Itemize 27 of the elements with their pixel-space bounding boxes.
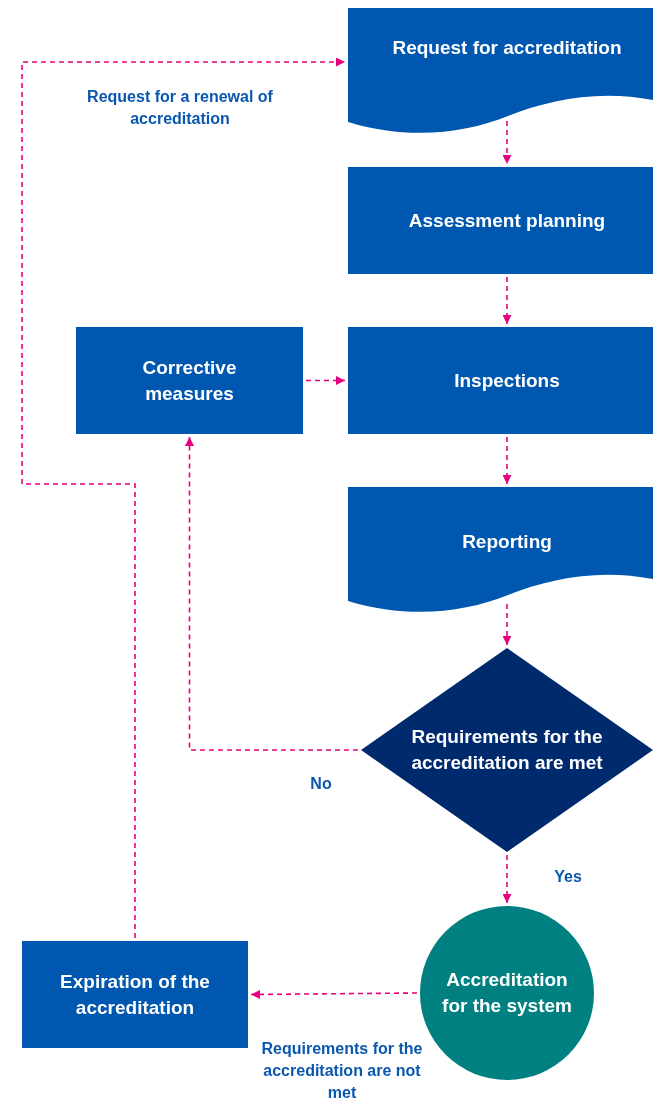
edge-label: Yes [553, 867, 583, 887]
dashed-arrow [502, 276, 512, 325]
dashed-arrow [21, 57, 346, 939]
dashed-arrow [502, 854, 512, 904]
result-circle [420, 906, 594, 1080]
node-label: Inspections [454, 368, 560, 393]
node-label: Reporting [462, 530, 552, 554]
node-label: Requirements for the accreditation are met [410, 725, 604, 775]
edge-label: No [309, 774, 333, 794]
process-box [76, 327, 303, 434]
node-label: Accreditation for the system [441, 968, 573, 1018]
node-label: Assessment planning [408, 208, 606, 233]
dashed-arrow [185, 436, 359, 751]
dashed-arrow [250, 989, 418, 999]
decision-diamond [361, 648, 653, 852]
process-box [22, 941, 248, 1048]
dashed-arrow [502, 120, 512, 165]
edge-label: Requirements for the accreditation are not met [260, 1039, 424, 1103]
node-label: Request for accreditation [392, 36, 622, 60]
node-label: Expiration of the accreditation [59, 969, 211, 1020]
dashed-arrow [502, 436, 512, 485]
process-box [348, 327, 653, 434]
dashed-arrow [305, 376, 346, 385]
process-box [348, 167, 653, 274]
dashed-arrow [502, 603, 512, 646]
edge-label: Request for a renewal of accreditation [86, 87, 274, 129]
node-label: Corrective measures [141, 355, 238, 406]
